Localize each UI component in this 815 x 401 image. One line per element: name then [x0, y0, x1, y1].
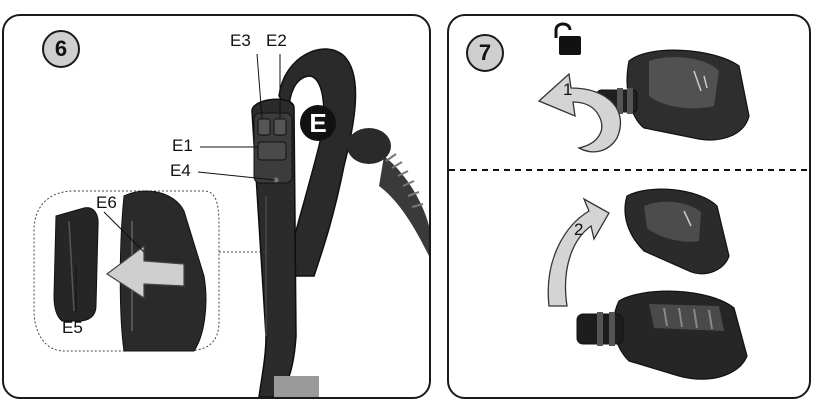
step-7-badge: 7: [466, 34, 504, 72]
label-e6: E6: [96, 193, 117, 212]
battery-cover: [53, 207, 99, 322]
e4-light: [273, 177, 279, 183]
label-e1: E1: [172, 136, 193, 155]
handle-loop: [278, 48, 357, 277]
brush-base: [576, 290, 748, 380]
e4-leader: [197, 171, 276, 181]
unlocked-padlock-icon: [554, 22, 581, 55]
vacuum-handle-illustration: [33, 48, 429, 397]
letter-e-badge: E: [300, 105, 336, 141]
rotate-arrow-1-icon: [537, 72, 622, 153]
e3-part: [257, 118, 271, 136]
label-e5: E5: [62, 318, 83, 337]
label-e3: E3: [230, 31, 251, 50]
arrow-1-label: 1: [563, 80, 573, 99]
arrow-2-label: 2: [574, 220, 584, 239]
label-e4: E4: [170, 161, 191, 180]
e6-leader: [103, 211, 145, 253]
e3-leader: [256, 53, 263, 119]
label-e2: E2: [266, 31, 287, 50]
cover-edge: [68, 220, 75, 312]
handle-joint: [347, 128, 391, 164]
rotate-arrow-2-icon: [547, 197, 610, 307]
insert-arrow-icon: [105, 244, 185, 300]
tube-end: [274, 376, 319, 397]
step-6-badge: 6: [42, 30, 80, 68]
brush-cover-detached: [624, 188, 730, 275]
step-7-panel: 7 1 2: [447, 14, 811, 399]
hose-ribs: [385, 153, 424, 208]
e2-part: [273, 118, 287, 136]
turbo-brush-illustration: [449, 22, 809, 380]
hose: [379, 156, 429, 256]
e1-slider: [257, 141, 287, 161]
step-6-panel: 6 E3 E2 E1 E4 E6 E5 E: [2, 14, 431, 399]
